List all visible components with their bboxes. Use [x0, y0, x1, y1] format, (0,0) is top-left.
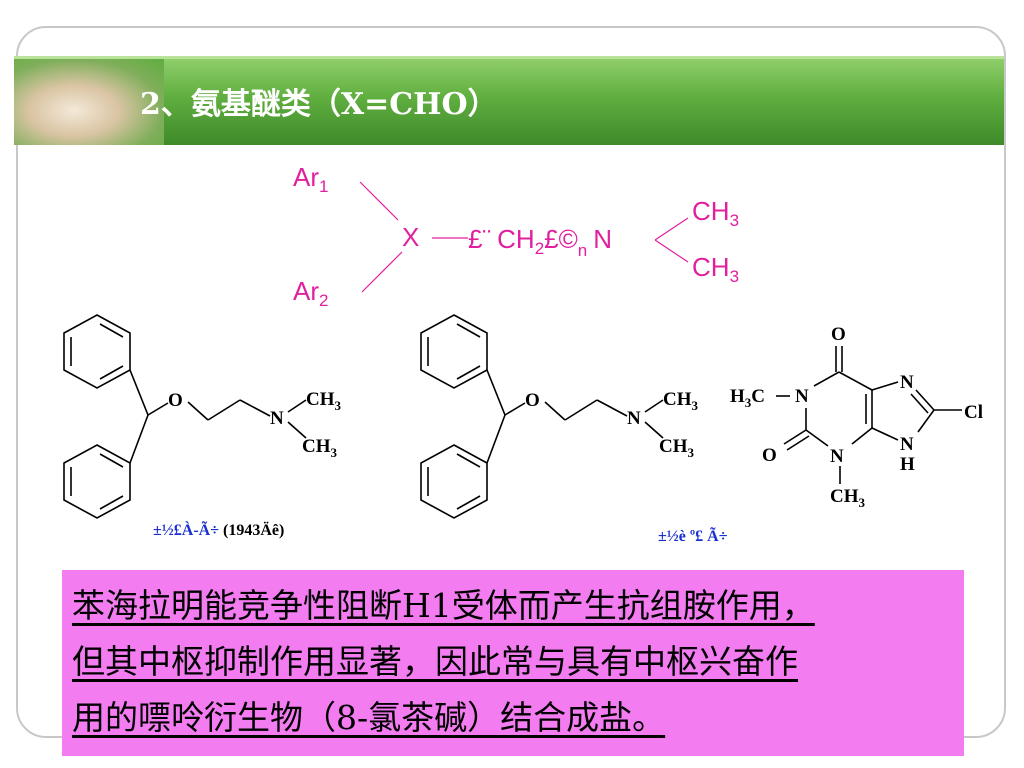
chlorine-atom: Cl — [964, 402, 983, 423]
nitrogen-atom: N — [627, 408, 641, 429]
ch3-bottom-label: CH3 — [692, 252, 739, 286]
methyl-top: CH3 — [306, 389, 342, 413]
benzene-ring-bottom — [420, 444, 488, 519]
x-label: X — [402, 222, 419, 252]
n9-atom: N — [900, 434, 914, 455]
ch3-top-label: CH3 — [692, 196, 739, 230]
nitrogen-atom: N — [270, 408, 284, 429]
diphenhydramine-structure: O N CH3 CH3 ±½£À-Ã÷(1943Äê) — [63, 314, 342, 539]
benzene-ring-bottom — [63, 444, 131, 519]
methyl-bottom: CH3 — [302, 436, 338, 460]
methyl-bottom: CH3 — [659, 436, 695, 460]
note-line-2: 但其中枢抑制作用显著，因此常与具有中枢兴奋作 — [72, 642, 798, 681]
carbonyl-oxygen-top: O — [831, 324, 846, 345]
n9-hydrogen: H — [900, 454, 915, 475]
benzene-ring-top — [420, 314, 488, 389]
chlorotheophylline-structure: O H3C N O N CH3 N Cl N H — [730, 324, 983, 510]
diphenhydramine-caption: ±½£À-Ã÷(1943Äê) — [153, 520, 284, 539]
note-line-1: 苯海拉明能竞争性阻断H1受体而产生抗组胺作用， — [72, 586, 815, 625]
middle-caption: ±½è º£ Ã÷ — [658, 526, 728, 545]
note-line-3: 用的嘌呤衍生物（8-氯茶碱）结合成盐。 — [72, 698, 666, 737]
explanation-box: 苯海拉明能竞争性阻断H1受体而产生抗组胺作用， 但其中枢抑制作用显著，因此常与具… — [62, 570, 964, 756]
n7-atom: N — [900, 372, 914, 393]
ar1-label: Ar1 — [293, 162, 328, 196]
seedling-hands-image — [14, 59, 164, 145]
methyl-top: CH3 — [663, 389, 699, 413]
slide-title: 2、氨基醚类（X=CHO） — [140, 87, 498, 122]
n-ch3-top-bond — [654, 217, 689, 241]
h3c-group: H3C — [730, 386, 765, 410]
benzene-ring-top — [63, 314, 131, 389]
ar2-label: Ar2 — [293, 276, 328, 310]
oxygen-atom: O — [168, 390, 183, 411]
carbonyl-oxygen-left: O — [762, 445, 777, 466]
n-ch3-bottom-bond — [654, 239, 689, 263]
n1-atom: N — [795, 386, 809, 407]
ar2-x-bond — [361, 251, 403, 293]
ar1-x-bond — [359, 181, 399, 221]
oxygen-atom: O — [525, 390, 540, 411]
n3-atom: N — [830, 446, 844, 467]
n3-methyl: CH3 — [830, 486, 866, 510]
title-banner — [14, 56, 1004, 145]
dimenhydrinate-base-structure: O N CH3 CH3 ±½è º£ Ã÷ — [420, 314, 728, 545]
